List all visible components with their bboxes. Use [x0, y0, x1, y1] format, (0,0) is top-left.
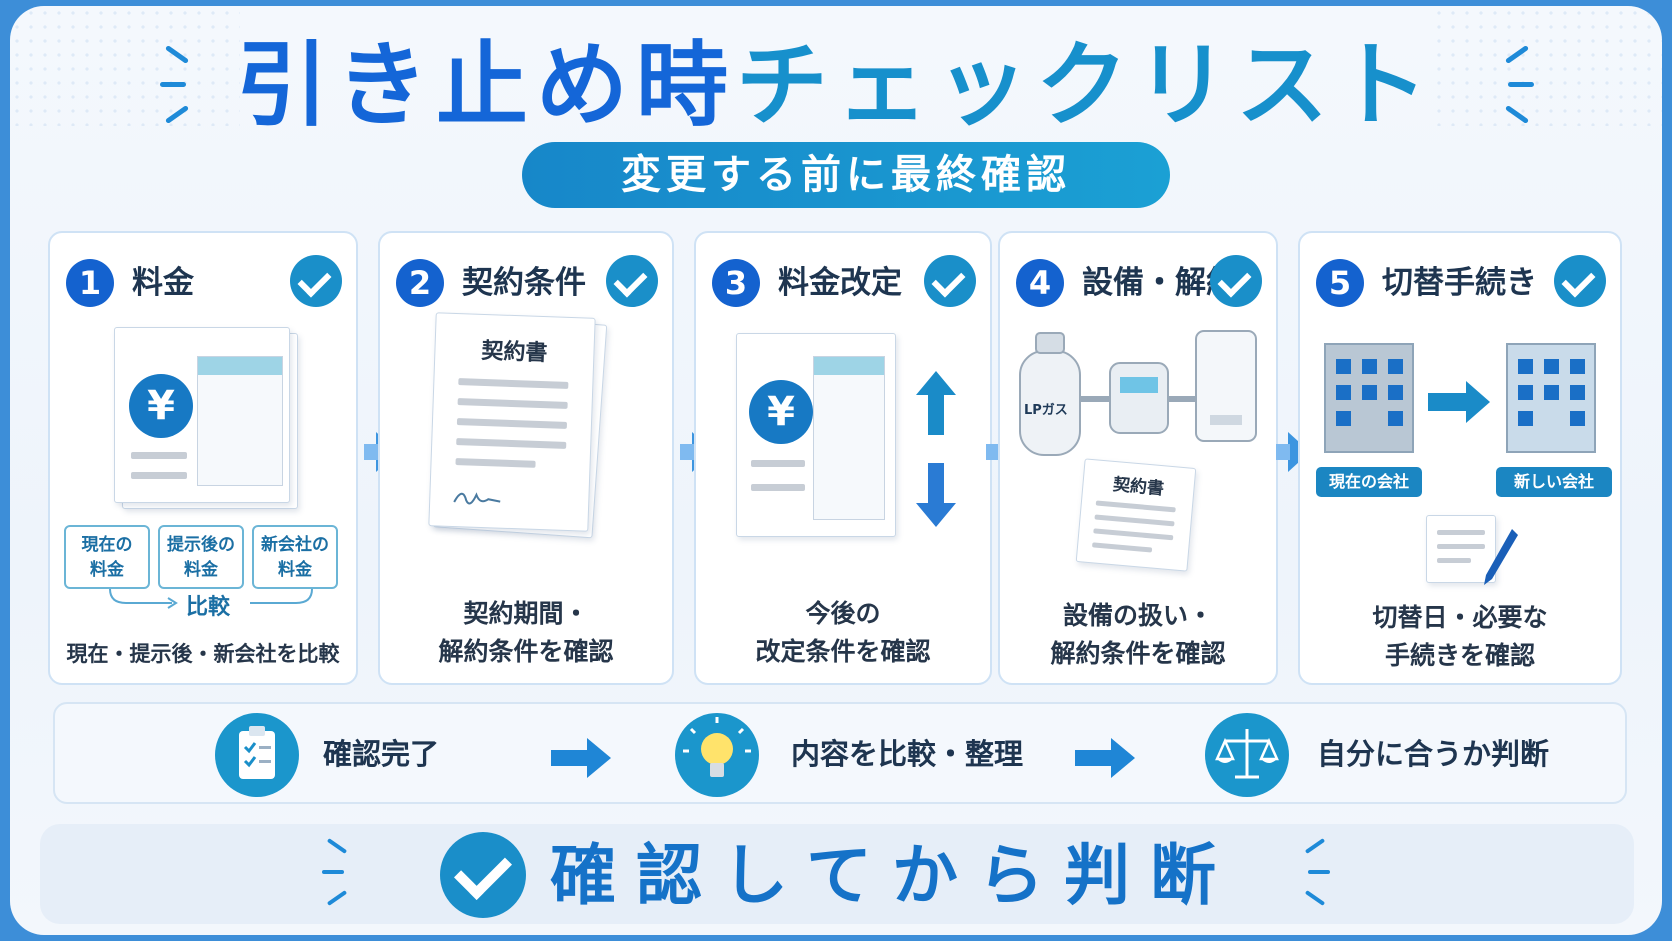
card-contract-terms: 2 契約条件 契約書 契約期間・ 解約条件を確認	[378, 231, 674, 685]
card-title: 契約条件	[462, 265, 586, 301]
contract-document: 契約書	[428, 312, 596, 532]
card-header: 4 設備・解約	[1016, 255, 1262, 309]
lightbulb-icon	[675, 713, 759, 797]
flow-step-compare: 内容を比較・整理	[791, 737, 1024, 771]
description-line-2: 解約条件を確認	[438, 637, 614, 666]
new-company-fee-label: 新会社の 料金	[261, 535, 329, 580]
pen-icon	[1484, 529, 1518, 585]
check-icon	[606, 255, 658, 307]
title-part-1: 引き止め時	[235, 32, 736, 139]
card-description: 切替日・必要な 手続きを確認	[1300, 599, 1620, 675]
description-line-2: 改定条件を確認	[755, 637, 931, 666]
sparkle-left-icon	[320, 838, 360, 908]
description-line-1: 切替日・必要な	[1372, 603, 1548, 632]
clipboard-icon	[215, 713, 299, 797]
card-description: 設備の扱い・ 解約条件を確認	[1000, 597, 1276, 673]
card-fee-revision: 3 料金改定 ¥ 今後の 改定条件を確認	[694, 231, 992, 685]
contract-document: 契約書	[1075, 458, 1197, 572]
new-company-building-icon	[1506, 343, 1596, 453]
up-down-arrow-icon	[916, 371, 956, 527]
dot-pattern-left	[10, 6, 240, 126]
card-switching-procedure: 5 切替手続き 現在の会社 新しい会社 切替日・必要な 手続	[1298, 231, 1622, 685]
card-title: 切替手続き	[1382, 265, 1537, 301]
card-header: 5 切替手続き	[1316, 255, 1606, 309]
flow-arrow-icon	[551, 738, 611, 778]
contract-title: 契約書	[1112, 474, 1165, 500]
check-icon	[1210, 255, 1262, 307]
switch-arrow-icon	[1428, 381, 1490, 423]
step-number: 3	[712, 259, 760, 307]
card-description: 現在・提示後・新会社を比較	[66, 642, 340, 666]
conclusion-banner: 確認してから判断	[40, 824, 1634, 924]
description-line-1: 設備の扱い・	[1062, 601, 1213, 630]
offered-fee-box: 提示後の 料金	[158, 525, 244, 589]
check-icon	[290, 255, 342, 307]
card-header: 3 料金改定	[712, 255, 976, 309]
scales-icon	[1205, 713, 1289, 797]
fee-document: ¥	[736, 333, 896, 537]
step-number: 4	[1016, 259, 1064, 307]
fee-document: ¥	[114, 327, 290, 503]
fee-table	[813, 356, 885, 520]
fee-table	[197, 356, 283, 486]
new-company-fee-box: 新会社の 料金	[252, 525, 338, 589]
offered-fee-label: 提示後の 料金	[167, 535, 235, 580]
current-company-label: 現在の会社	[1316, 467, 1422, 497]
dot-pattern-right	[1432, 6, 1662, 126]
card-equipment-cancellation: 4 設備・解約 LPガス 契約書 設備の扱い・ 解約条件を確認	[998, 231, 1278, 685]
current-company-building-icon	[1324, 343, 1414, 453]
step-number: 5	[1316, 259, 1364, 307]
card-fee: 1 料金 ¥ 現在の 料金 提示後の 料金 新会社の 料金 比較 現在・提示後・…	[48, 231, 358, 685]
current-fee-label: 現在の 料金	[81, 535, 133, 580]
yen-icon: ¥	[749, 380, 813, 444]
sparkle-left-icon	[160, 44, 200, 126]
description-line-2: 手続きを確認	[1384, 641, 1535, 670]
process-flow-bar: 確認完了 内容を比較・整理 自分に合うか判断	[53, 702, 1627, 804]
description-line-1: 契約期間・	[463, 599, 589, 628]
flow-step-complete: 確認完了	[323, 737, 440, 771]
lp-gas-equipment-icon	[1019, 330, 1257, 456]
check-icon	[924, 255, 976, 307]
conclusion-text: 確認してから判断	[550, 837, 1237, 914]
description-line-2: 解約条件を確認	[1050, 639, 1226, 668]
title-part-2: チェックリスト	[736, 32, 1437, 139]
card-header: 1 料金	[66, 255, 342, 309]
description-line-1: 今後の	[805, 599, 881, 628]
compare-label: 比較	[186, 595, 231, 620]
compare-bracket-icon	[109, 588, 313, 609]
card-title: 料金改定	[778, 265, 902, 301]
flow-step-decide: 自分に合うか判断	[1317, 737, 1550, 771]
card-title: 料金	[132, 265, 194, 301]
procedure-document	[1426, 515, 1496, 583]
sparkle-right-icon	[1494, 44, 1534, 126]
check-icon	[1554, 255, 1606, 307]
sparkle-right-icon	[1296, 838, 1336, 908]
signature-icon	[453, 492, 501, 505]
flow-arrow-icon	[1075, 738, 1135, 778]
card-description: 契約期間・ 解約条件を確認	[380, 595, 672, 671]
lp-gas-label: LPガス	[1024, 403, 1068, 418]
current-fee-box: 現在の 料金	[64, 525, 150, 589]
contract-title: 契約書	[480, 338, 548, 367]
new-company-label: 新しい会社	[1496, 467, 1612, 497]
step-number: 2	[396, 259, 444, 307]
card-header: 2 契約条件	[396, 255, 658, 309]
infographic-canvas: 引き止め時チェックリスト 変更する前に最終確認 1 料金 ¥ 現在の 料金 提示…	[10, 6, 1662, 935]
subtitle-pill: 変更する前に最終確認	[522, 142, 1170, 208]
check-icon	[440, 832, 526, 918]
card-description: 今後の 改定条件を確認	[696, 595, 990, 671]
yen-icon: ¥	[129, 374, 193, 438]
step-number: 1	[66, 259, 114, 307]
page-title: 引き止め時チェックリスト	[10, 26, 1662, 146]
